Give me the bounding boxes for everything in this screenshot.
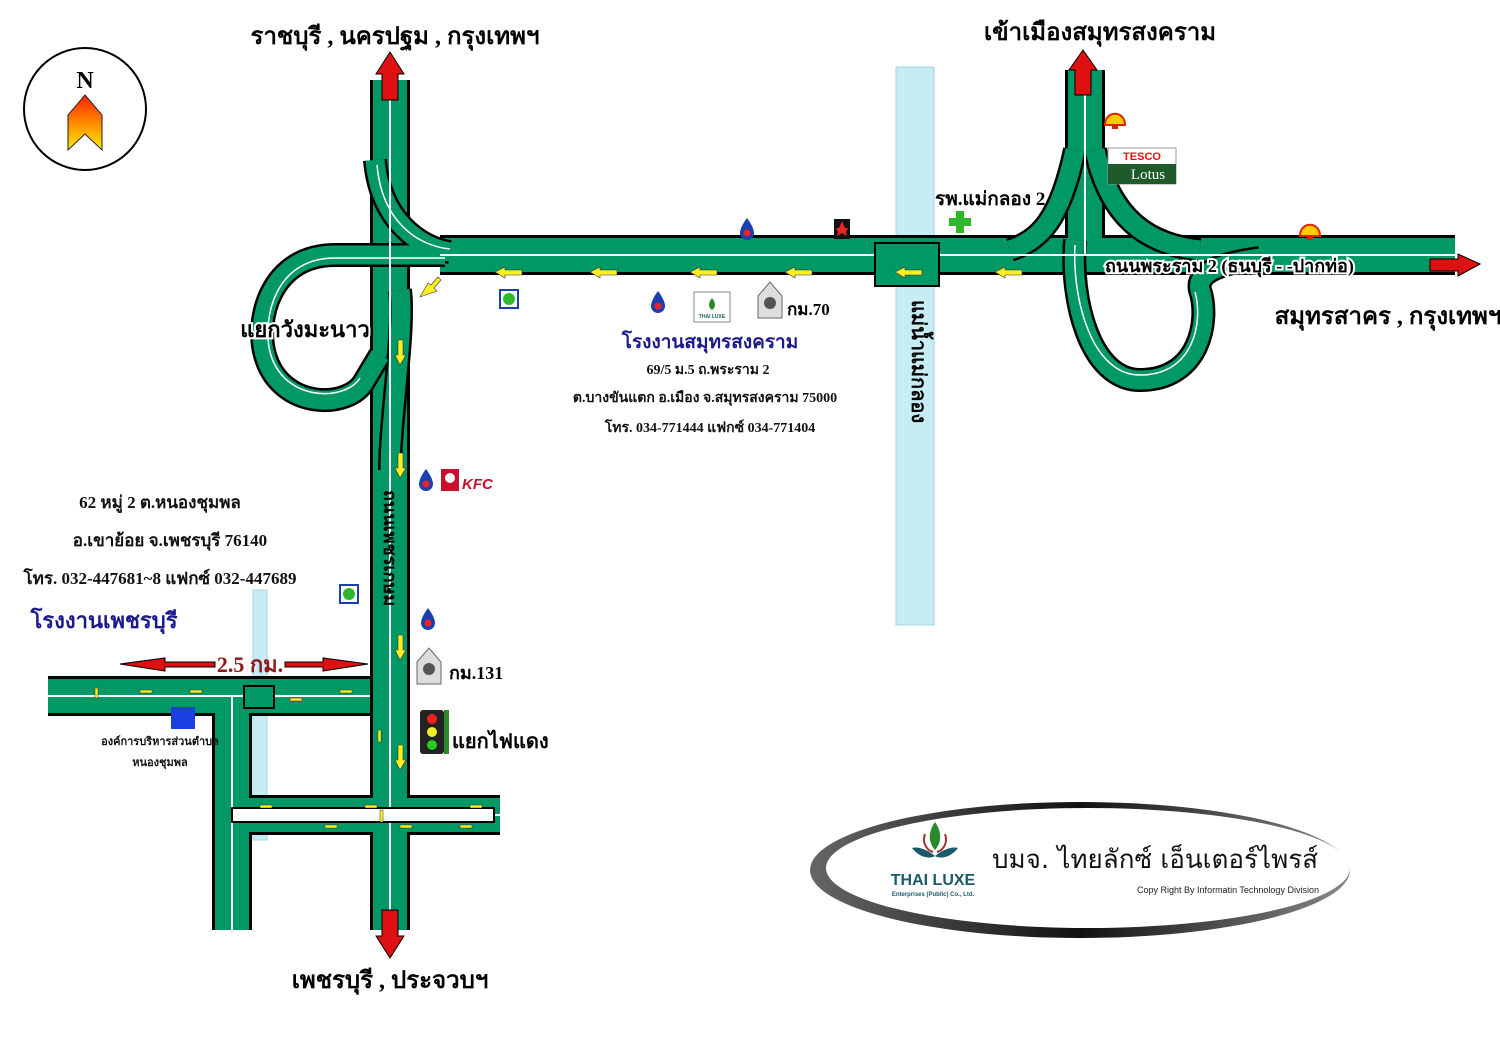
ss-factory-address1: 69/5 ม.5 ถ.พระราม 2 — [647, 363, 770, 378]
compass-letter: N — [76, 68, 94, 94]
label-rama2: ถนนพระราม 2 (ธนบุรี - -ปากท่อ) — [1105, 256, 1354, 278]
label-km131: กม.131 — [449, 663, 503, 683]
kfc-icon — [441, 469, 459, 491]
km-post-icon — [757, 281, 783, 319]
label-phetkasem: ถนนเพชรเกษม — [380, 490, 400, 606]
maeklong-river — [895, 66, 935, 626]
label-maeklong: แม่น้ำแม่กลอง — [907, 300, 934, 423]
dest-south: เพชรบุรี , ประจวบฯ — [292, 967, 489, 996]
label-km70: กม.70 — [787, 300, 830, 319]
label-distance: 2.5 กม. — [217, 652, 283, 677]
ptt-icon — [651, 291, 665, 313]
label-tao: องค์การบริหารส่วนตำบล — [101, 735, 219, 748]
pb-factory-phone: โทร. 032-447681~8 แฟกซ์ 032-447689 — [23, 568, 297, 588]
label-tao-line2: หนองชุมพล — [132, 757, 188, 770]
tao-building-icon — [171, 707, 195, 729]
tesco-text: TESCO — [1123, 151, 1161, 163]
ptt-icon — [740, 218, 754, 240]
km-post-icon — [416, 647, 442, 685]
river-bridge — [874, 242, 940, 287]
company-name: บมจ. ไทยลักซ์ เอ็นเตอร์ไพรส์ — [992, 843, 1318, 875]
arrow-south — [375, 909, 405, 959]
ss-factory-address2: ต.บางขันแตก อ.เมือง จ.สมุทรสงคราม 75000 — [573, 390, 837, 406]
ss-factory-phone: โทร. 034-771444 แฟกซ์ 034-771404 — [604, 418, 816, 436]
company-copyright: Copy Right By Informatin Technology Divi… — [1137, 885, 1319, 895]
company-logo-text: THAI LUXE — [891, 872, 976, 889]
thai-luxe-logo-icon — [912, 822, 958, 858]
dest-east: สมุทรสาคร , กรุงเทพฯ — [1275, 304, 1500, 332]
ptt-icon — [421, 608, 435, 630]
hospital-icon — [949, 211, 971, 233]
company-banner: THAI LUXE Enterprises (Public) Co., Ltd.… — [810, 802, 1350, 938]
arrow-northeast — [1068, 49, 1098, 96]
star-station-icon — [834, 219, 850, 239]
company-logo-sub: Enterprises (Public) Co., Ltd. — [892, 892, 975, 898]
dest-north: ราชบุรี , นครปฐม , กรุงเทพฯ — [251, 23, 540, 52]
distance-arrow-right — [284, 657, 369, 672]
pb-factory-address1: 62 หมู่ 2 ต.หนองชุมพล — [79, 493, 241, 514]
label-hospital: รพ.แม่กลอง 2 — [935, 189, 1045, 210]
thai-luxe-small-logo: THAI LUXE — [693, 291, 731, 323]
label-kfc: KFC — [462, 476, 494, 493]
destination-arrows — [119, 49, 1482, 959]
shell-icon — [1103, 112, 1127, 129]
north-compass: N — [23, 47, 147, 171]
arrow-east — [1429, 253, 1482, 277]
bangchak-icon — [339, 584, 359, 604]
tesco-lotus-logo: TESCO Lotus — [1107, 147, 1177, 185]
bangchak-icon — [499, 289, 519, 309]
shell-icon — [1298, 223, 1322, 240]
pb-factory-name: โรงงานเพชรบุรี — [29, 607, 177, 635]
lotus-text: Lotus — [1131, 167, 1165, 183]
north-arrow-icon — [67, 94, 103, 152]
label-traffic-light: แยกไฟแดง — [452, 729, 549, 753]
canal-bridge — [243, 685, 275, 709]
ss-factory-name: โรงงานสมุทรสงคราม — [621, 330, 798, 354]
svg-text:THAI LUXE: THAI LUXE — [699, 314, 726, 320]
pb-factory-address2: อ.เขาย้อย จ.เพชรบุรี 76140 — [73, 530, 267, 551]
traffic-flow-arrows — [394, 266, 1023, 771]
ptt-icon — [419, 469, 433, 491]
traffic-light-icon — [420, 710, 449, 754]
label-wang-manao: แยกวังมะนาว — [240, 317, 370, 342]
lane-dashes — [94, 687, 483, 829]
road-network — [48, 70, 1455, 930]
distance-arrow-left — [119, 657, 216, 672]
arrow-north — [375, 51, 405, 101]
dest-northeast: เข้าเมืองสมุทรสงคราม — [984, 19, 1216, 48]
